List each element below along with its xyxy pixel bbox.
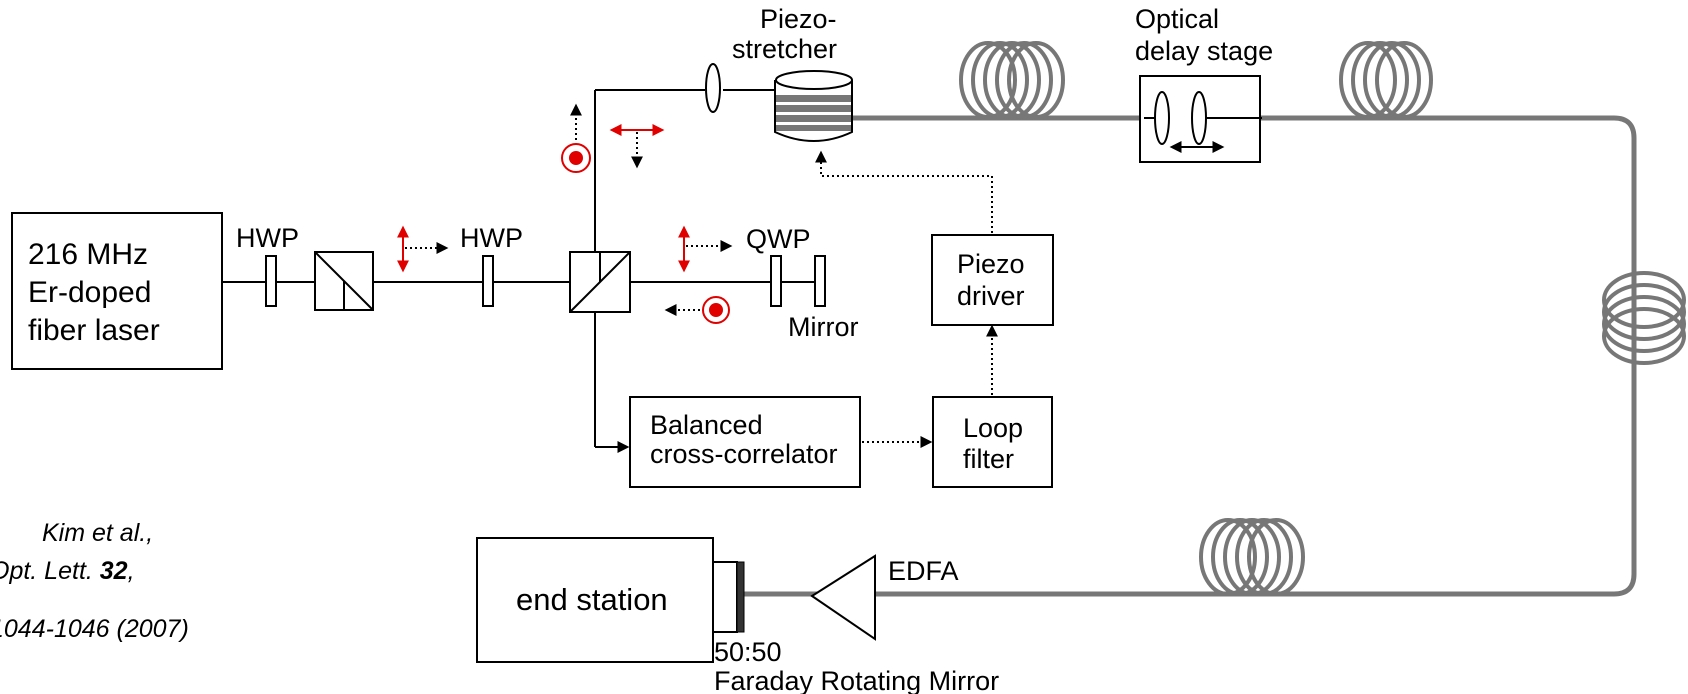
optical-delay-label-line2: delay stage xyxy=(1135,36,1273,66)
fiber-coil-3 xyxy=(1602,271,1686,365)
hwp2-label: HWP xyxy=(460,223,523,253)
laser-label-line2: Er-doped xyxy=(28,276,151,309)
polarization-indicator-3 xyxy=(664,296,730,324)
bcc-label-line2: cross-correlator xyxy=(650,439,838,469)
loop-filter-label-line2: filter xyxy=(963,444,1014,474)
edfa-amplifier: EDFA xyxy=(810,554,959,641)
faraday-label: Faraday Rotating Mirror xyxy=(714,666,999,694)
laser-label-line3: fiber laser xyxy=(28,314,160,347)
faraday-rotating-mirror: 50:50 Faraday Rotating Mirror xyxy=(712,561,999,694)
mirror: Mirror xyxy=(788,255,858,342)
laser-label-line1: 216 MHz xyxy=(28,238,148,271)
feedback-signal-path xyxy=(815,150,998,448)
piezo-driver-box: Piezo driver xyxy=(931,234,1054,326)
qwp-label: QWP xyxy=(746,224,811,254)
half-wave-plate-1: HWP xyxy=(236,223,299,307)
free-space-beam xyxy=(222,89,818,453)
bcc-label-line1: Balanced xyxy=(650,410,763,440)
citation-line1: Kim et al., xyxy=(42,519,153,547)
end-station-box: end station xyxy=(476,537,714,663)
optical-delay-label-line1: Optical xyxy=(1135,4,1219,34)
polarization-indicator-1 xyxy=(397,225,449,273)
citation-volume: 32 xyxy=(100,557,128,585)
end-station-label: end station xyxy=(516,582,668,617)
loop-filter-box: Loop filter xyxy=(932,396,1053,488)
citation-line3: 1044-1046 (2007) xyxy=(0,615,189,643)
fiber-path xyxy=(740,115,1637,597)
fiber-coil-2 xyxy=(1339,41,1433,119)
citation-journal: Opt. Lett. xyxy=(0,557,100,585)
polarization-indicator-4 xyxy=(561,103,591,173)
mirror-label: Mirror xyxy=(788,312,858,342)
citation-line2: Opt. Lett. 32, xyxy=(0,557,135,585)
citation-comma: , xyxy=(128,557,135,585)
piezo-stretcher: Piezo- stretcher xyxy=(732,4,853,142)
optical-delay-stage: Optical delay stage xyxy=(1135,4,1273,163)
piezo-driver-label-line1: Piezo xyxy=(957,249,1025,279)
coupling-lens xyxy=(705,63,721,113)
polarization-indicator-2 xyxy=(678,225,733,273)
edfa-label: EDFA xyxy=(888,556,959,586)
citation: Kim et al., Opt. Lett. 32, 1044-1046 (20… xyxy=(0,519,189,643)
hwp1-label: HWP xyxy=(236,223,299,253)
polarizing-beam-splitter-1 xyxy=(314,251,374,311)
fiber-coil-4 xyxy=(1199,518,1305,596)
polarizing-beam-splitter-2 xyxy=(569,251,631,313)
quarter-wave-plate: QWP xyxy=(746,224,811,307)
polarization-indicator-5 xyxy=(609,124,665,169)
laser-box: 216 MHz Er-doped fiber laser xyxy=(11,212,223,370)
ratio-label: 50:50 xyxy=(714,637,782,667)
piezo-stretcher-label-line1: Piezo- xyxy=(760,4,837,34)
loop-filter-label-line1: Loop xyxy=(963,413,1023,443)
fiber-coil-1 xyxy=(959,41,1065,119)
piezo-stretcher-label-line2: stretcher xyxy=(732,34,837,64)
balanced-cross-correlator-box: Balanced cross-correlator xyxy=(629,396,861,488)
piezo-driver-label-line2: driver xyxy=(957,281,1025,311)
half-wave-plate-2: HWP xyxy=(460,223,523,307)
